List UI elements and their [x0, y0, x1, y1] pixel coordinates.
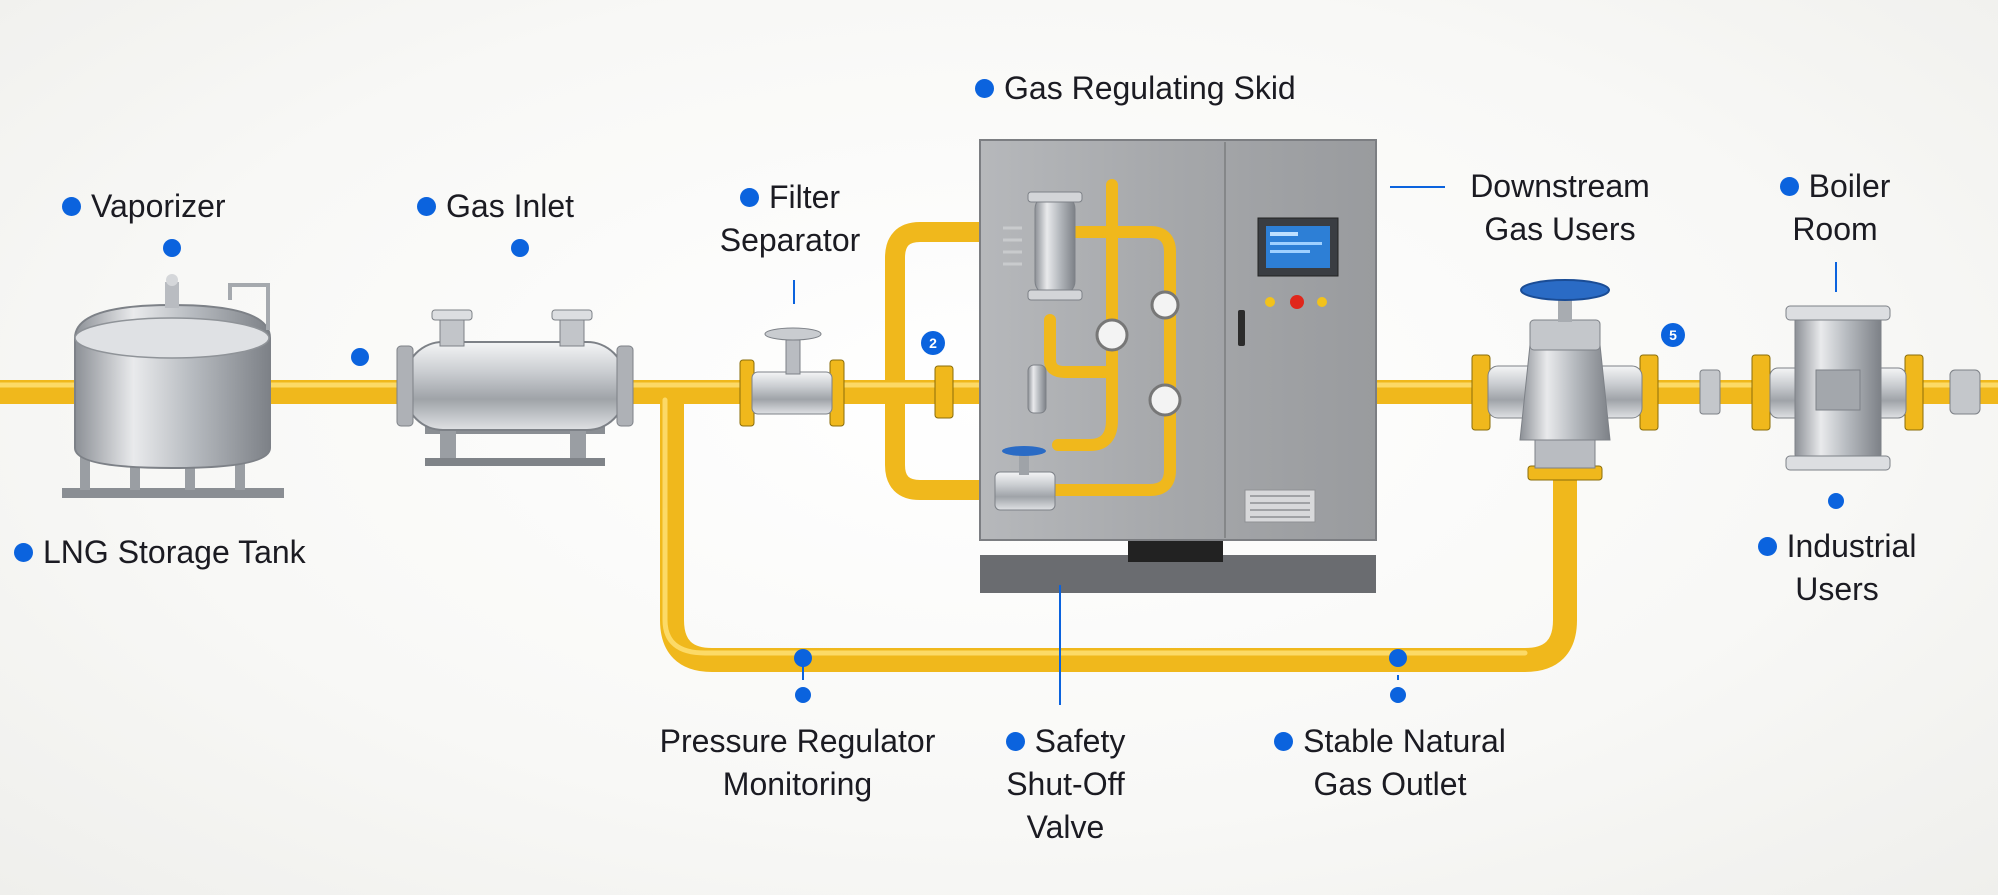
step-badge-2-text: 2	[929, 335, 937, 351]
label-industrial-users-line1: Industrial	[1786, 528, 1917, 564]
label-safety-shutoff-valve: Safety Shut-Off Valve	[973, 720, 1158, 849]
label-lng-storage-tank-text: LNG Storage Tank	[43, 534, 306, 570]
label-industrial-users: Industrial Users	[1722, 525, 1952, 611]
bullet-dot	[1779, 177, 1799, 196]
lng-storage-tank	[62, 274, 284, 498]
marker-dot-tank-outlet	[351, 348, 369, 366]
label-safety-line2: Shut-Off	[1006, 766, 1125, 802]
marker-dot-industrial	[1828, 493, 1844, 509]
marker-dot-outlet-pipe	[1389, 649, 1407, 667]
label-stable-natural-gas-outlet: Stable Natural Gas Outlet	[1245, 720, 1535, 806]
label-gas-inlet-text: Gas Inlet	[446, 188, 575, 224]
bullet-dot	[14, 543, 33, 562]
marker-dots	[163, 239, 1844, 703]
step-badge-5: 5	[1661, 323, 1685, 347]
label-lng-storage-tank: LNG Storage Tank	[14, 531, 306, 574]
label-downstream-line2: Gas Users	[1484, 211, 1636, 247]
bullet-dot	[739, 188, 759, 207]
label-filter-separator-line2: Separator	[719, 222, 861, 258]
inline-fittings	[934, 365, 1981, 419]
label-downstream-line1: Downstream	[1470, 168, 1650, 204]
label-safety-line3: Valve	[1026, 809, 1105, 845]
label-boiler-room-line1: Boiler	[1808, 168, 1891, 204]
bullet-dot	[417, 197, 436, 216]
marker-dot-vaporizer	[163, 239, 181, 257]
label-gas-inlet: Gas Inlet	[417, 185, 574, 228]
label-vaporizer: Vaporizer	[62, 185, 226, 228]
label-gas-regulating-skid: Gas Regulating Skid	[975, 67, 1296, 110]
bullet-dot	[1757, 537, 1777, 556]
marker-dot-regulator-label	[795, 687, 811, 703]
label-safety-line1: Safety	[1034, 723, 1126, 759]
label-filter-separator: Filter Separator	[700, 176, 880, 262]
marker-dot-gas-inlet	[511, 239, 529, 257]
step-badge-2: 2	[921, 331, 945, 355]
bullet-dot	[1274, 732, 1294, 751]
bullet-dot	[975, 79, 994, 98]
label-boiler-room: Boiler Room	[1745, 165, 1925, 251]
bullet-dot	[1005, 732, 1025, 751]
label-boiler-room-line2: Room	[1792, 211, 1878, 247]
filter-separator-valve	[739, 327, 845, 427]
vaporizer-unit	[396, 309, 634, 466]
downstream-gate-valve	[1471, 279, 1659, 481]
label-filter-separator-line1: Filter	[768, 179, 841, 215]
label-stable-outlet-line2: Gas Outlet	[1313, 766, 1467, 802]
label-industrial-users-line2: Users	[1795, 571, 1879, 607]
bullet-dot	[62, 197, 81, 216]
step-badge-5-text: 5	[1669, 327, 1677, 343]
label-gas-regulating-skid-text: Gas Regulating Skid	[1004, 70, 1296, 106]
marker-dot-regulator-pipe	[794, 649, 812, 667]
label-pressure-regulator-line1: Pressure Regulator	[659, 723, 936, 759]
marker-dot-outlet-label	[1390, 687, 1406, 703]
label-downstream-gas-users: Downstream Gas Users	[1450, 165, 1670, 251]
label-pressure-regulator-monitoring: Pressure Regulator Monitoring	[620, 720, 975, 806]
boiler-room-regulator	[1751, 305, 1924, 471]
label-pressure-regulator-line2: Monitoring	[722, 766, 873, 802]
label-vaporizer-text: Vaporizer	[91, 188, 226, 224]
gas-regulating-skid-cabinet	[979, 139, 1377, 593]
label-stable-outlet-line1: Stable Natural	[1303, 723, 1506, 759]
